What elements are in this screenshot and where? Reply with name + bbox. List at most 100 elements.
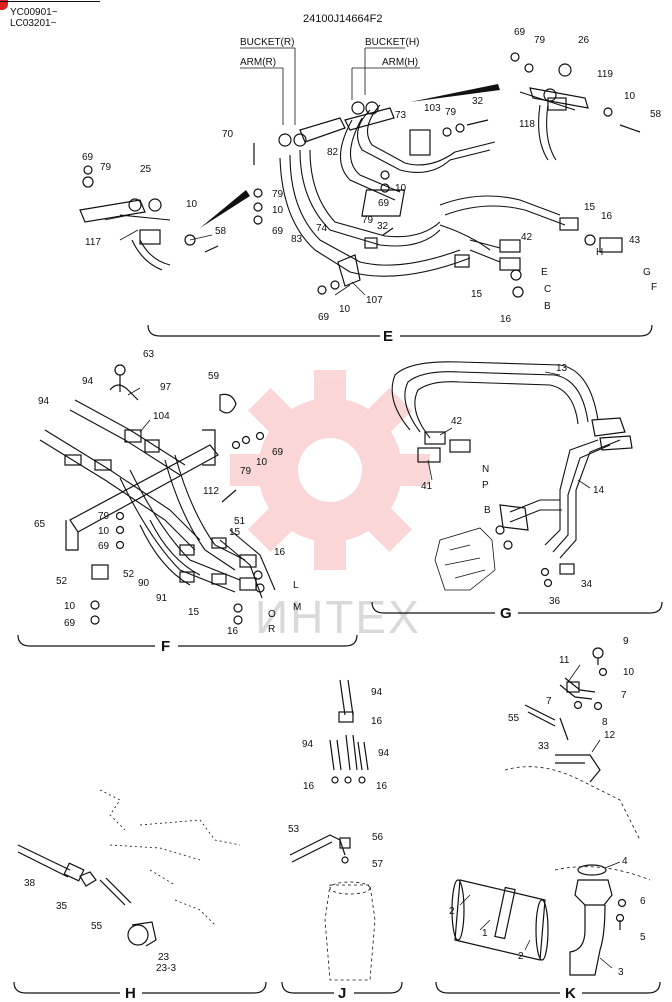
section-e-pipes	[119, 91, 576, 277]
callout: 112	[203, 486, 219, 497]
callout: 23-3	[156, 963, 177, 974]
callout: 107	[366, 295, 383, 306]
section-label-k: K	[565, 985, 576, 1002]
callout: 10	[624, 91, 636, 102]
callout: 65	[34, 519, 46, 530]
callout: 16	[303, 781, 315, 792]
header-rule	[0, 1, 100, 2]
section-label-j: J	[338, 985, 347, 1002]
callout: 69	[272, 447, 284, 458]
callout: C	[544, 284, 552, 295]
callout: 10	[256, 457, 268, 468]
callout: 9	[623, 636, 629, 647]
section-label-h: H	[125, 985, 136, 1002]
callout: 94	[38, 396, 50, 407]
callout: 94	[82, 376, 94, 387]
callout: 79	[445, 107, 457, 118]
callout: 59	[208, 371, 220, 382]
callout: 79	[362, 215, 374, 226]
callout: 16	[227, 626, 239, 637]
label-arm-h: ARM(H)	[382, 57, 419, 68]
leader-lines	[104, 214, 621, 969]
callout: 32	[472, 96, 484, 107]
section-label-f: F	[161, 638, 171, 655]
section-j-parts	[289, 679, 369, 864]
callout: 2	[449, 906, 455, 917]
callout: 42	[451, 416, 463, 427]
callout: 53	[288, 824, 300, 835]
callout: 10	[339, 304, 351, 315]
callout: G	[643, 267, 651, 278]
section-label-g: G	[500, 605, 512, 622]
callout: 25	[140, 164, 152, 175]
callout: 51	[234, 516, 246, 527]
callout: 104	[153, 411, 170, 422]
callout: 6	[640, 896, 646, 907]
section-g-pump	[434, 527, 496, 591]
callout: 94	[371, 687, 383, 698]
callout: 82	[327, 147, 339, 158]
watermark-text: ИНТЕХ	[255, 591, 421, 643]
drawing-number: 24100J14664F2	[303, 13, 383, 25]
callout: 13	[556, 363, 568, 374]
callout: 10	[98, 526, 110, 537]
callout: 91	[156, 593, 168, 604]
callout: L	[293, 580, 299, 591]
callout: 52	[56, 576, 68, 587]
callout: 79	[272, 189, 284, 200]
callout: 69	[82, 152, 94, 163]
callout: 16	[274, 547, 286, 558]
callout: 15	[584, 202, 596, 213]
callout: 94	[302, 739, 314, 750]
callout: 69	[318, 312, 330, 323]
callout: 35	[56, 901, 68, 912]
label-bucket-h: BUCKET(H)	[365, 37, 420, 48]
callout: 10	[186, 199, 198, 210]
callout: 119	[597, 69, 613, 80]
callout: 63	[143, 349, 155, 360]
callout: 57	[372, 859, 384, 870]
section-bracket-j	[281, 981, 403, 994]
callout: 33	[538, 741, 550, 752]
callout: 118	[519, 119, 535, 130]
section-f-pipes	[39, 399, 276, 599]
callout: 10	[623, 667, 635, 678]
callout: O	[268, 609, 276, 620]
callout: 42	[521, 232, 533, 243]
section-label-e: E	[383, 328, 394, 345]
callout: R	[268, 624, 276, 635]
callout: 1	[482, 928, 488, 939]
section-e-valve-blocks	[79, 87, 623, 287]
serial-number-1: YC00901~	[10, 7, 58, 18]
callout: E	[541, 267, 548, 278]
callout: 3	[618, 967, 624, 978]
section-h-parts	[17, 844, 157, 947]
corner-marker	[0, 0, 8, 10]
serial-number-2: LC03201~	[10, 18, 57, 29]
callout: 15	[471, 289, 483, 300]
callout: N	[482, 464, 490, 475]
callout: 36	[549, 596, 561, 607]
callout: 55	[91, 921, 103, 932]
callout: 55	[508, 713, 520, 724]
callout: 58	[215, 226, 227, 237]
callout: P	[482, 480, 489, 491]
callout: 58	[650, 109, 662, 120]
callout: 7	[546, 696, 552, 707]
callout: 79	[100, 162, 112, 173]
section-e-fasteners	[82, 52, 641, 298]
callout: 8	[602, 717, 608, 728]
section-bracket-h	[13, 981, 267, 994]
callout: 97	[160, 382, 172, 393]
callout: 5	[640, 932, 646, 943]
section-h-drawing	[99, 789, 241, 926]
callout: 43	[629, 235, 641, 246]
callout: 79	[534, 35, 546, 46]
callout: B	[544, 301, 551, 312]
callout: 10	[64, 601, 76, 612]
callout: 16	[371, 716, 383, 727]
callout: B	[484, 505, 491, 516]
callout: 56	[372, 832, 384, 843]
callout: 83	[291, 234, 303, 245]
